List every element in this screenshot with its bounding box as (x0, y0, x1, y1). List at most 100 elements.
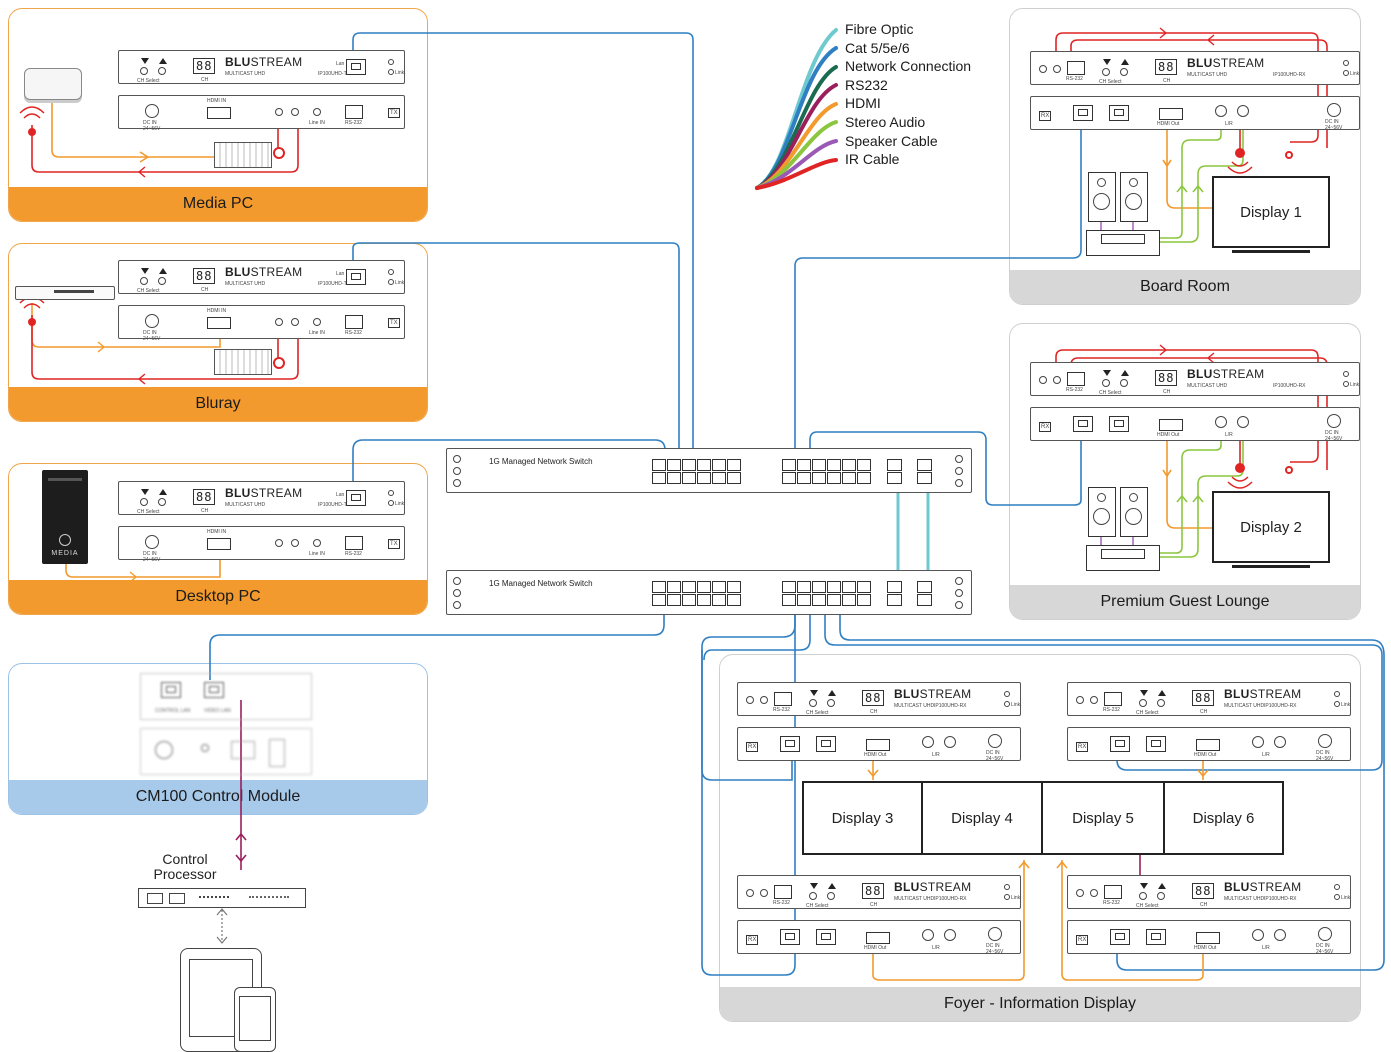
sfp-port[interactable] (887, 459, 902, 471)
switch-port[interactable] (782, 594, 796, 606)
ch-up-button[interactable] (158, 498, 166, 506)
switch-port[interactable] (652, 581, 666, 593)
ch-down-icon[interactable] (1140, 883, 1148, 889)
lan-port[interactable] (1110, 929, 1130, 945)
switch-port[interactable] (667, 581, 681, 593)
switch-port[interactable] (652, 459, 666, 471)
switch-port[interactable] (827, 581, 841, 593)
switch-port[interactable] (727, 472, 741, 484)
switch-port[interactable] (782, 459, 796, 471)
switch-port[interactable] (857, 594, 871, 606)
ch-up-button[interactable] (827, 699, 835, 707)
sfp-port[interactable] (887, 472, 902, 484)
switch-port[interactable] (682, 472, 696, 484)
lan-port[interactable] (780, 929, 800, 945)
switch-port[interactable] (797, 594, 811, 606)
ch-up-button[interactable] (158, 277, 166, 285)
switch-port[interactable] (842, 472, 856, 484)
switch-port[interactable] (682, 459, 696, 471)
ch-down-button[interactable] (1139, 892, 1147, 900)
ch-down-icon[interactable] (141, 489, 149, 495)
lan-port[interactable] (346, 59, 366, 75)
ch-up-button[interactable] (1120, 379, 1128, 387)
switch-port[interactable] (727, 581, 741, 593)
hdmi-out-port[interactable] (1159, 419, 1183, 431)
sfp-port[interactable] (917, 594, 932, 606)
ch-up-icon[interactable] (159, 489, 167, 495)
lan-port[interactable] (780, 736, 800, 752)
switch-port[interactable] (797, 581, 811, 593)
ch-up-icon[interactable] (828, 690, 836, 696)
sfp-port[interactable] (887, 581, 902, 593)
ch-down-button[interactable] (140, 498, 148, 506)
switch-port[interactable] (812, 472, 826, 484)
ch-down-button[interactable] (809, 699, 817, 707)
ch-down-icon[interactable] (1103, 59, 1111, 65)
ch-up-button[interactable] (1120, 68, 1128, 76)
ch-up-icon[interactable] (159, 268, 167, 274)
hdmi-in-port[interactable] (207, 317, 231, 329)
switch-port[interactable] (827, 594, 841, 606)
ch-down-icon[interactable] (1140, 690, 1148, 696)
switch-port[interactable] (857, 581, 871, 593)
switch-port[interactable] (652, 594, 666, 606)
sfp-port[interactable] (887, 594, 902, 606)
hdmi-in-port[interactable] (207, 107, 231, 119)
switch-port[interactable] (667, 472, 681, 484)
switch-port[interactable] (797, 459, 811, 471)
switch-port[interactable] (682, 581, 696, 593)
ch-up-button[interactable] (1157, 699, 1165, 707)
switch-port[interactable] (827, 472, 841, 484)
ch-down-icon[interactable] (810, 690, 818, 696)
switch-port[interactable] (782, 581, 796, 593)
switch-port[interactable] (712, 472, 726, 484)
switch-port[interactable] (857, 472, 871, 484)
ch-up-icon[interactable] (159, 58, 167, 64)
switch-port[interactable] (667, 459, 681, 471)
switch-port[interactable] (827, 459, 841, 471)
switch-port[interactable] (697, 459, 711, 471)
switch-port[interactable] (727, 459, 741, 471)
switch-port[interactable] (727, 594, 741, 606)
lan-port-2[interactable] (1146, 929, 1166, 945)
switch-port[interactable] (697, 472, 711, 484)
switch-port[interactable] (712, 594, 726, 606)
hdmi-out-port[interactable] (1196, 739, 1220, 751)
ch-down-icon[interactable] (1103, 370, 1111, 376)
ch-down-icon[interactable] (810, 883, 818, 889)
ch-down-button[interactable] (1139, 699, 1147, 707)
hdmi-in-port[interactable] (207, 538, 231, 550)
hdmi-out-port[interactable] (866, 739, 890, 751)
ch-down-button[interactable] (1102, 379, 1110, 387)
lan-port-2[interactable] (1109, 416, 1129, 432)
switch-port[interactable] (797, 472, 811, 484)
ch-up-button[interactable] (1157, 892, 1165, 900)
switch-port[interactable] (667, 594, 681, 606)
ch-up-button[interactable] (827, 892, 835, 900)
switch-port[interactable] (812, 581, 826, 593)
switch-port[interactable] (712, 581, 726, 593)
sfp-port[interactable] (917, 459, 932, 471)
switch-port[interactable] (652, 472, 666, 484)
hdmi-out-port[interactable] (1196, 932, 1220, 944)
sfp-port[interactable] (917, 581, 932, 593)
ch-down-icon[interactable] (141, 58, 149, 64)
switch-port[interactable] (812, 459, 826, 471)
switch-port[interactable] (697, 581, 711, 593)
switch-port[interactable] (812, 594, 826, 606)
switch-port[interactable] (842, 459, 856, 471)
lan-port-2[interactable] (816, 929, 836, 945)
ch-down-button[interactable] (140, 67, 148, 75)
lan-port[interactable] (346, 269, 366, 285)
lan-port-2[interactable] (1109, 105, 1129, 121)
ch-down-button[interactable] (140, 277, 148, 285)
switch-port[interactable] (842, 581, 856, 593)
switch-port[interactable] (682, 594, 696, 606)
switch-port[interactable] (712, 459, 726, 471)
lan-port-2[interactable] (1146, 736, 1166, 752)
phone-icon[interactable] (234, 987, 276, 1052)
ch-up-icon[interactable] (828, 883, 836, 889)
switch-port[interactable] (782, 472, 796, 484)
switch-port[interactable] (697, 594, 711, 606)
switch-port[interactable] (842, 594, 856, 606)
